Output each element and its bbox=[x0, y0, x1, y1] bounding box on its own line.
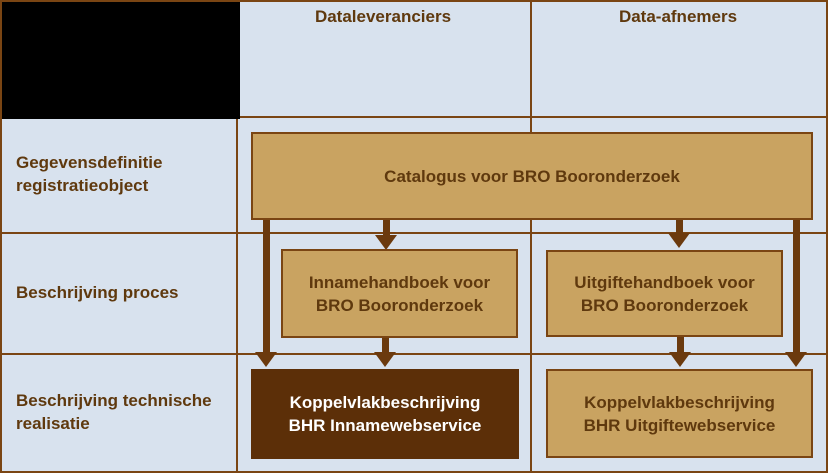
arrow-shaft bbox=[792, 218, 800, 352]
column-header-data-afnemers: Data-afnemers bbox=[618, 7, 738, 26]
box-catalogus: Catalogus voor BRO Booronderzoek bbox=[251, 132, 813, 220]
box-label-line: BRO Booronderzoek bbox=[580, 295, 749, 315]
arrow-down-icon bbox=[669, 335, 691, 367]
row-label-line: Beschrijving technische bbox=[16, 391, 212, 410]
blank-corner-cell bbox=[2, 2, 240, 119]
arrow-down-icon bbox=[374, 336, 396, 367]
arrow-head bbox=[375, 235, 397, 250]
arrow-down-icon bbox=[255, 218, 277, 367]
row-label-beschrijving-proces: Beschrijving proces bbox=[2, 232, 236, 353]
arrow-head bbox=[785, 352, 807, 367]
box-label-line: BRO Booronderzoek bbox=[315, 295, 484, 315]
arrow-head bbox=[668, 233, 690, 248]
arrow-head bbox=[374, 352, 396, 367]
box-uitgiftehandboek: Uitgiftehandboek voor BRO Booronderzoek bbox=[546, 250, 783, 337]
arrow-down-icon bbox=[375, 218, 397, 250]
arrow-down-icon bbox=[668, 218, 690, 248]
column-header-dataleveranciers: Dataleveranciers bbox=[314, 7, 452, 26]
row-label-line: realisatie bbox=[16, 414, 90, 433]
box-label-line: Koppelvlakbeschrijving bbox=[289, 393, 481, 412]
arrow-shaft bbox=[381, 336, 389, 352]
row-divider-3 bbox=[2, 353, 826, 355]
column-divider-1 bbox=[236, 2, 238, 471]
row-divider-1 bbox=[2, 116, 826, 118]
arrow-down-icon bbox=[785, 218, 807, 367]
row-label-line: Beschrijving proces bbox=[16, 283, 179, 302]
column-divider-2 bbox=[530, 2, 532, 471]
box-label-line: Uitgiftehandboek voor bbox=[574, 272, 755, 292]
box-koppelvlak-uitgifte: Koppelvlakbeschrijving BHR Uitgiftewebse… bbox=[546, 369, 813, 458]
box-koppelvlak-inname: Koppelvlakbeschrijving BHR Innamewebserv… bbox=[251, 369, 519, 459]
row-label-line: registratieobject bbox=[16, 176, 149, 195]
box-label-line: Innamehandboek voor bbox=[308, 272, 491, 292]
arrow-shaft bbox=[382, 218, 390, 235]
arrow-shaft bbox=[675, 218, 683, 233]
arrow-shaft bbox=[676, 335, 684, 352]
arrow-head bbox=[255, 352, 277, 367]
row-label-line: Gegevensdefinitie bbox=[16, 153, 163, 172]
arrow-shaft bbox=[262, 218, 270, 352]
box-label-line: BHR Innamewebservice bbox=[288, 416, 482, 435]
box-label-line: BHR Uitgiftewebservice bbox=[583, 415, 776, 435]
row-divider-2 bbox=[2, 232, 826, 234]
box-label-line: Koppelvlakbeschrijving bbox=[584, 392, 775, 412]
arrow-head bbox=[669, 352, 691, 367]
row-label-technische-realisatie: Beschrijving technische realisatie bbox=[2, 353, 236, 471]
row-label-gegevensdefinitie: Gegevensdefinitie registratieobject bbox=[2, 116, 236, 232]
box-label: Catalogus voor BRO Booronderzoek bbox=[384, 166, 680, 186]
box-innamehandboek: Innamehandboek voor BRO Booronderzoek bbox=[281, 249, 518, 338]
